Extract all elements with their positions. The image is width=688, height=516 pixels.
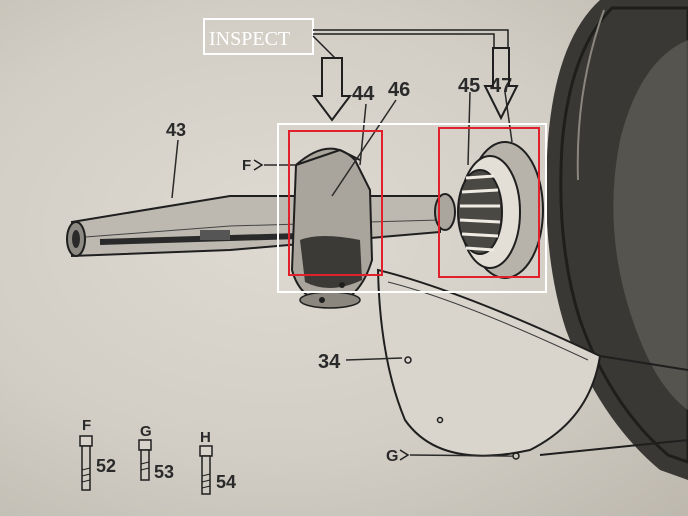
part-label-47: 47: [490, 75, 512, 97]
bearing-assembly-45-47: [434, 141, 544, 279]
part-label-46: 46: [388, 79, 410, 101]
part-label-44: 44: [352, 83, 375, 105]
bolt-label-f: F: [82, 417, 91, 434]
cover-plate-34: [376, 268, 688, 460]
leader-lines: [171, 91, 515, 457]
flange-housing-44: [290, 147, 374, 309]
point-marker-g: [399, 449, 410, 461]
inspect-arrow-left: [312, 57, 352, 122]
annotation-overlay: INSPECT: [203, 18, 547, 293]
part-label-52: 52: [96, 456, 116, 476]
inspect-arrow-right: [483, 47, 519, 121]
part-label-53: 53: [154, 462, 174, 482]
part-label-43: 43: [166, 120, 186, 140]
point-marker-f: [253, 159, 264, 171]
point-label-g: G: [386, 448, 398, 465]
highlight-box-right: [438, 127, 540, 278]
inspect-region-box: [277, 123, 547, 293]
bolt-label-h: H: [200, 429, 211, 446]
bolt-54: [199, 445, 213, 495]
part-label-54: 54: [216, 472, 236, 492]
bolt-label-g: G: [140, 423, 152, 440]
bolt-52: [79, 435, 93, 491]
bolt-53: [138, 439, 152, 481]
part-label-45: 45: [458, 75, 480, 97]
inspect-callout-text: INSPECT: [209, 28, 290, 50]
part-label-34: 34: [318, 351, 341, 373]
highlight-box-left: [288, 130, 383, 276]
torque-tube: [66, 195, 441, 258]
point-label-f: F: [242, 157, 251, 174]
